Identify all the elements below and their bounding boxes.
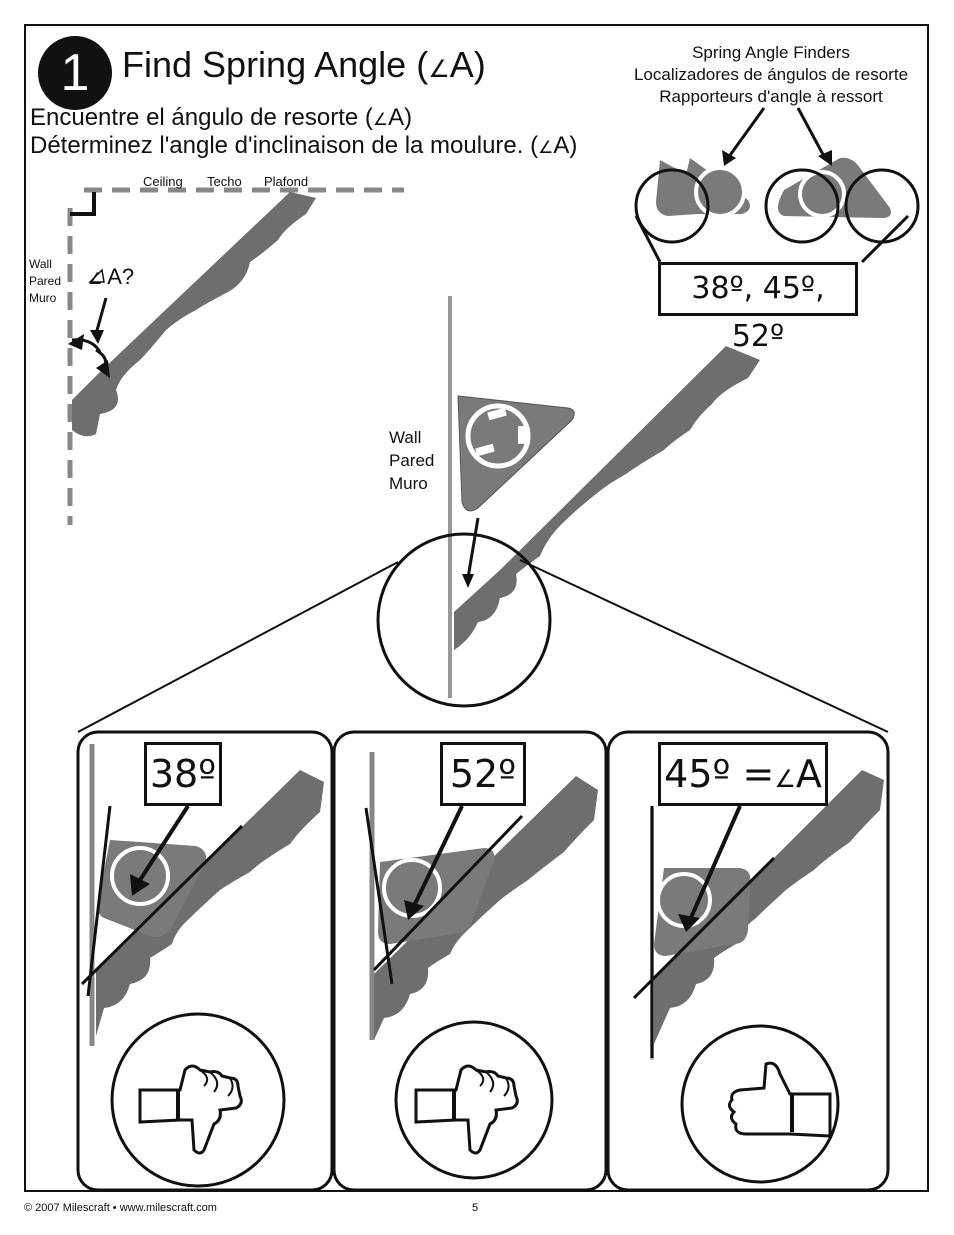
subtitle-fr: Déterminez l'angle d'inclinaison de la m… — [30, 132, 577, 160]
angle-icon: ∠ — [88, 271, 103, 288]
wall-label-small: Wall Pared Muro — [29, 256, 61, 307]
comparison-panels — [76, 730, 890, 1192]
angle-icon: ∠ — [428, 56, 450, 83]
panel-45-label-text: 45º = — [664, 752, 775, 796]
wall-label-en: Wall — [29, 257, 52, 271]
subtitle-fr-suffix: A) — [553, 132, 578, 159]
crown-molding-small — [72, 192, 316, 437]
subtitle-es-suffix: A) — [388, 104, 413, 131]
subtitle-fr-text: Déterminez l'angle d'inclinaison de la m… — [30, 132, 539, 159]
title-suffix: A) — [449, 44, 486, 85]
finders-heading-en: Spring Angle Finders — [692, 43, 850, 62]
wall-label-fr: Muro — [389, 474, 428, 493]
panel-38-label: 38º — [144, 742, 222, 806]
wall-label-es: Pared — [29, 274, 62, 288]
wall-label-en: Wall — [389, 428, 422, 447]
angle-icon: ∠ — [372, 110, 389, 129]
crown-molding-large — [454, 346, 760, 650]
subtitle-es: Encuentre el ángulo de resorte (∠A) — [30, 104, 412, 132]
finders-heading-es: Localizadores de ángulos de resorte — [633, 65, 909, 84]
ceiling-label-en: Ceiling — [143, 174, 183, 189]
step-number-badge: 1 — [38, 36, 112, 110]
wall-label-large: Wall Pared Muro — [389, 426, 434, 495]
page-number: 5 — [472, 1202, 479, 1214]
wall-label-fr: Muro — [29, 291, 57, 305]
ceiling-label-es: Techo — [207, 174, 242, 189]
thumbs-up-icon — [727, 1061, 832, 1138]
corner-diagram — [67, 187, 404, 525]
footer-copyright: © 2007 Milescraft • www.milescraft.com — [24, 1202, 217, 1214]
finders-heading-fr: Rapporteurs d'angle à ressort — [659, 87, 883, 106]
angle-question: ∠ A? — [88, 264, 134, 290]
finder-angles-box: 38º, 45º, 52º — [658, 262, 858, 354]
panel-45-label: 45º =∠A — [658, 742, 828, 806]
ceiling-label-fr: Plafond — [264, 174, 309, 189]
angle-icon: ∠ — [774, 765, 796, 793]
page-title: Find Spring Angle (∠A) — [122, 44, 486, 86]
panel-52-label: 52º — [440, 742, 526, 806]
finders-heading: Spring Angle Finders Localizadores de án… — [606, 42, 936, 108]
subtitle-es-text: Encuentre el ángulo de resorte ( — [30, 104, 373, 131]
finder-closeups — [634, 107, 920, 264]
angle-question-text: A? — [107, 264, 135, 289]
title-prefix: Find Spring Angle ( — [122, 44, 429, 85]
center-diagram — [77, 296, 889, 733]
angle-icon: ∠ — [538, 138, 554, 157]
panel-45-label-suffix: A — [795, 752, 822, 796]
wall-label-es: Pared — [389, 451, 435, 470]
